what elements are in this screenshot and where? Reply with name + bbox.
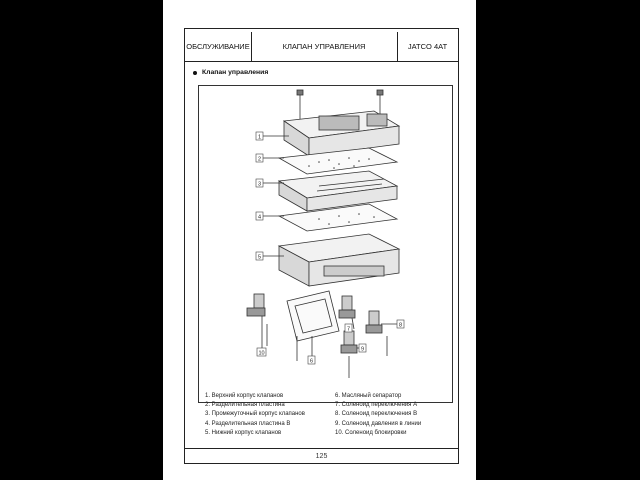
legend-item: 3. Промежуточный корпус клапанов	[205, 411, 305, 418]
callout-9: 9	[361, 347, 364, 353]
callout-2: 2	[258, 157, 261, 163]
callout-8: 8	[399, 323, 402, 329]
legend-item: 8. Соленоид переключения В	[335, 411, 418, 418]
callout-6: 6	[310, 359, 313, 365]
callout-4: 4	[258, 215, 261, 221]
bolt-head	[296, 89, 304, 96]
legend-item: 6. Масляный сепаратор	[335, 393, 402, 399]
callout-7: 7	[347, 327, 350, 333]
header-category: ОБСЛУЖИВАНИЕ	[185, 32, 252, 61]
footer-divider	[185, 448, 458, 449]
legend-item: 10. Соленоид блокировки	[335, 429, 407, 436]
legend-item: 4. Разделительная пластина В	[205, 420, 291, 427]
exploded-diagram: 1 2 3 4 5 6 7 8 9	[198, 85, 453, 403]
separator-plate-b	[277, 203, 399, 232]
page-number: 125	[315, 453, 328, 460]
bolt-head	[376, 89, 384, 96]
callout-10: 10	[258, 351, 264, 357]
callout-3: 3	[258, 182, 261, 188]
section-heading: Клапан управления	[193, 69, 268, 76]
oil-strainer	[286, 290, 340, 342]
callout-5: 5	[258, 255, 261, 261]
page-frame: ОБСЛУЖИВАНИЕ КЛАПАН УПРАВЛЕНИЯ JATCO 4AT…	[184, 28, 459, 464]
legend-item: 7. Соленоид переключения А	[335, 402, 418, 409]
solenoid-7	[338, 295, 356, 319]
legend-column-left: 1. Верхний корпус клапанов 2. Разделител…	[205, 392, 305, 438]
legend-column-right: 6. Масляный сепаратор 7. Соленоид перекл…	[335, 392, 421, 438]
valve-body-drawing: 1 2 3 4 5 6 7 8 9	[246, 89, 405, 378]
legend-item: 9. Соленоид давления в линии	[335, 420, 422, 427]
legend-item: 1. Верхний корпус клапанов	[205, 393, 284, 399]
bullet-icon	[193, 70, 197, 75]
header-model: JATCO 4AT	[407, 42, 448, 51]
solenoid-9	[340, 330, 358, 354]
header-title: КЛАПАН УПРАВЛЕНИЯ	[251, 32, 398, 61]
callout-1: 1	[258, 135, 261, 141]
separator-plate-a	[277, 147, 399, 175]
section-title: Клапан управления	[202, 69, 269, 76]
solenoid-8	[365, 310, 383, 334]
legend-item: 5. Нижний корпус клапанов	[205, 429, 282, 436]
legend-item: 2. Разделительная пластина	[205, 402, 285, 409]
solenoid-10	[246, 293, 266, 317]
manual-page: ОБСЛУЖИВАНИЕ КЛАПАН УПРАВЛЕНИЯ JATCO 4AT…	[163, 0, 476, 480]
header-table: ОБСЛУЖИВАНИЕ КЛАПАН УПРАВЛЕНИЯ JATCO 4AT	[185, 32, 458, 62]
